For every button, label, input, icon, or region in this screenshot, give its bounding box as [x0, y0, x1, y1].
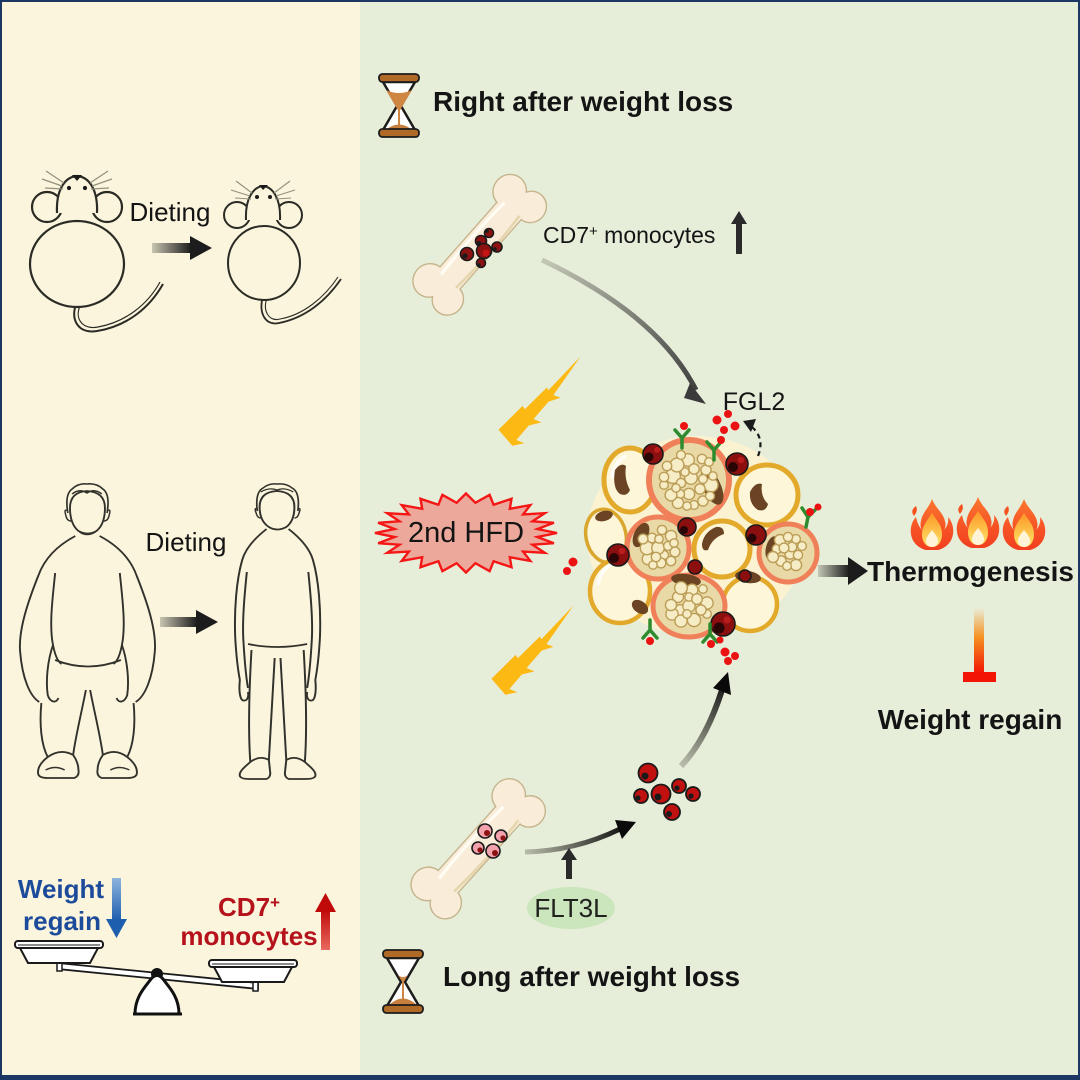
svg-text:Right after weight loss: Right after weight loss [433, 86, 733, 117]
svg-text:2nd HFD: 2nd HFD [408, 517, 524, 549]
svg-text:Weight regain: Weight regain [878, 704, 1063, 735]
svg-text:Long after weight loss: Long after weight loss [443, 961, 740, 992]
svg-text:Dieting: Dieting [130, 197, 211, 227]
svg-text:Dieting: Dieting [146, 527, 227, 557]
svg-text:FLT3L: FLT3L [534, 893, 607, 923]
svg-text:FGL2: FGL2 [723, 388, 786, 416]
svg-text:Thermogenesis: Thermogenesis [867, 556, 1074, 587]
svg-text:CD7+ monocytes: CD7+ monocytes [543, 222, 715, 248]
svg-text:monocytes: monocytes [180, 921, 317, 951]
svg-text:CD7+: CD7+ [218, 892, 280, 922]
svg-text:regain: regain [23, 906, 101, 936]
svg-text:Weight: Weight [18, 874, 105, 904]
